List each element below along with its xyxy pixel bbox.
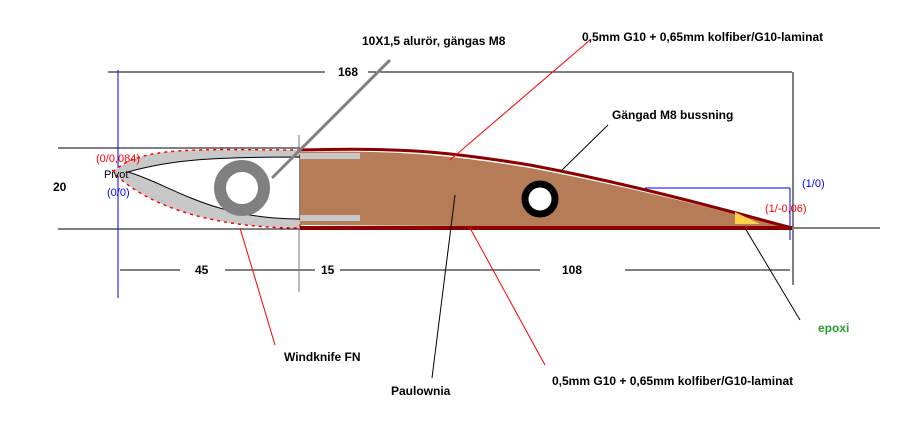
alu-tube — [214, 160, 270, 216]
laminate-bottom-label: 0,5mm G10 + 0,65mm kolfiber/G10-laminat — [552, 374, 794, 388]
coord-origin: (0/0) — [107, 187, 130, 199]
paulownia-label: Paulownia — [391, 384, 451, 398]
epoxi-label: epoxi — [818, 321, 850, 335]
coord-tail-ref: (1/0) — [802, 178, 825, 190]
leader-lines — [239, 39, 801, 379]
dim-mid: 15 — [321, 263, 335, 277]
top-laminate — [299, 147, 793, 230]
dim-height: 20 — [53, 180, 67, 194]
dim-total: 168 — [338, 65, 359, 79]
coord-top-nose: (0/0,084) — [96, 153, 141, 165]
m8-bushing — [521, 180, 559, 218]
windknife-label: Windknife FN — [284, 350, 361, 364]
epoxi-fill — [735, 212, 760, 224]
tube-sleeve-top — [300, 153, 360, 159]
pivot-label: Pivot — [104, 169, 129, 181]
tube-sleeve-bottom — [300, 215, 360, 221]
dim-nose: 45 — [195, 263, 209, 277]
laminate-top-label: 0,5mm G10 + 0,65mm kolfiber/G10-laminat — [582, 30, 824, 44]
bushing-label: Gängad M8 bussning — [612, 108, 734, 122]
tube-label: 10X1,5 alurör, gängas M8 — [362, 34, 506, 48]
coord-tail-tip: (1/-0,06) — [765, 203, 807, 215]
dim-tail: 108 — [562, 263, 583, 277]
